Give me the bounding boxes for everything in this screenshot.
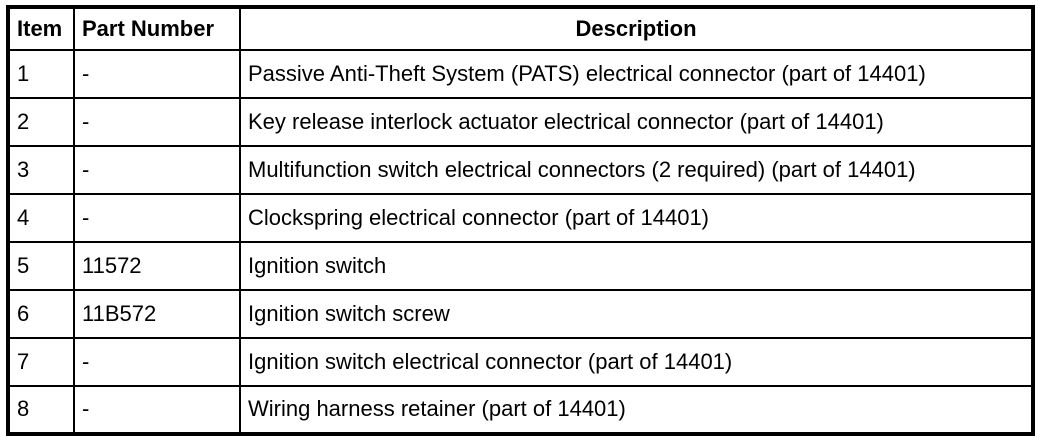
part-number-cell: - <box>73 97 241 147</box>
table-row: 3 - Multifunction switch electrical conn… <box>7 145 1034 195</box>
part-number-cell: 11B572 <box>73 289 241 339</box>
column-header-description: Description <box>239 6 1034 51</box>
parts-table-container: Item Part Number Description 1 - Passive… <box>6 5 1035 436</box>
table-row: 8 - Wiring harness retainer (part of 144… <box>7 385 1034 435</box>
item-cell: 1 <box>7 49 75 99</box>
description-cell: Ignition switch electrical connector (pa… <box>239 337 1034 387</box>
table-row: 5 11572 Ignition switch <box>7 241 1034 291</box>
table-row: 2 - Key release interlock actuator elect… <box>7 97 1034 147</box>
table-body: 1 - Passive Anti-Theft System (PATS) ele… <box>7 49 1034 435</box>
table-row: 4 - Clockspring electrical connector (pa… <box>7 193 1034 243</box>
item-cell: 2 <box>7 97 75 147</box>
column-header-item: Item <box>7 6 75 51</box>
part-number-cell: - <box>73 385 241 435</box>
description-cell: Ignition switch <box>239 241 1034 291</box>
part-number-cell: 11572 <box>73 241 241 291</box>
part-number-cell: - <box>73 193 241 243</box>
item-cell: 6 <box>7 289 75 339</box>
description-cell: Key release interlock actuator electrica… <box>239 97 1034 147</box>
item-cell: 5 <box>7 241 75 291</box>
part-number-cell: - <box>73 145 241 195</box>
parts-table: Item Part Number Description 1 - Passive… <box>6 5 1035 436</box>
item-cell: 8 <box>7 385 75 435</box>
description-cell: Ignition switch screw <box>239 289 1034 339</box>
description-cell: Clockspring electrical connector (part o… <box>239 193 1034 243</box>
item-cell: 3 <box>7 145 75 195</box>
table-header-row: Item Part Number Description <box>7 6 1034 51</box>
description-cell: Wiring harness retainer (part of 14401) <box>239 385 1034 435</box>
table-row: 1 - Passive Anti-Theft System (PATS) ele… <box>7 49 1034 99</box>
item-cell: 4 <box>7 193 75 243</box>
table-row: 6 11B572 Ignition switch screw <box>7 289 1034 339</box>
table-row: 7 - Ignition switch electrical connector… <box>7 337 1034 387</box>
description-cell: Multifunction switch electrical connecto… <box>239 145 1034 195</box>
column-header-part-number: Part Number <box>73 6 241 51</box>
item-cell: 7 <box>7 337 75 387</box>
part-number-cell: - <box>73 337 241 387</box>
part-number-cell: - <box>73 49 241 99</box>
table-header: Item Part Number Description <box>7 6 1034 51</box>
description-cell: Passive Anti-Theft System (PATS) electri… <box>239 49 1034 99</box>
